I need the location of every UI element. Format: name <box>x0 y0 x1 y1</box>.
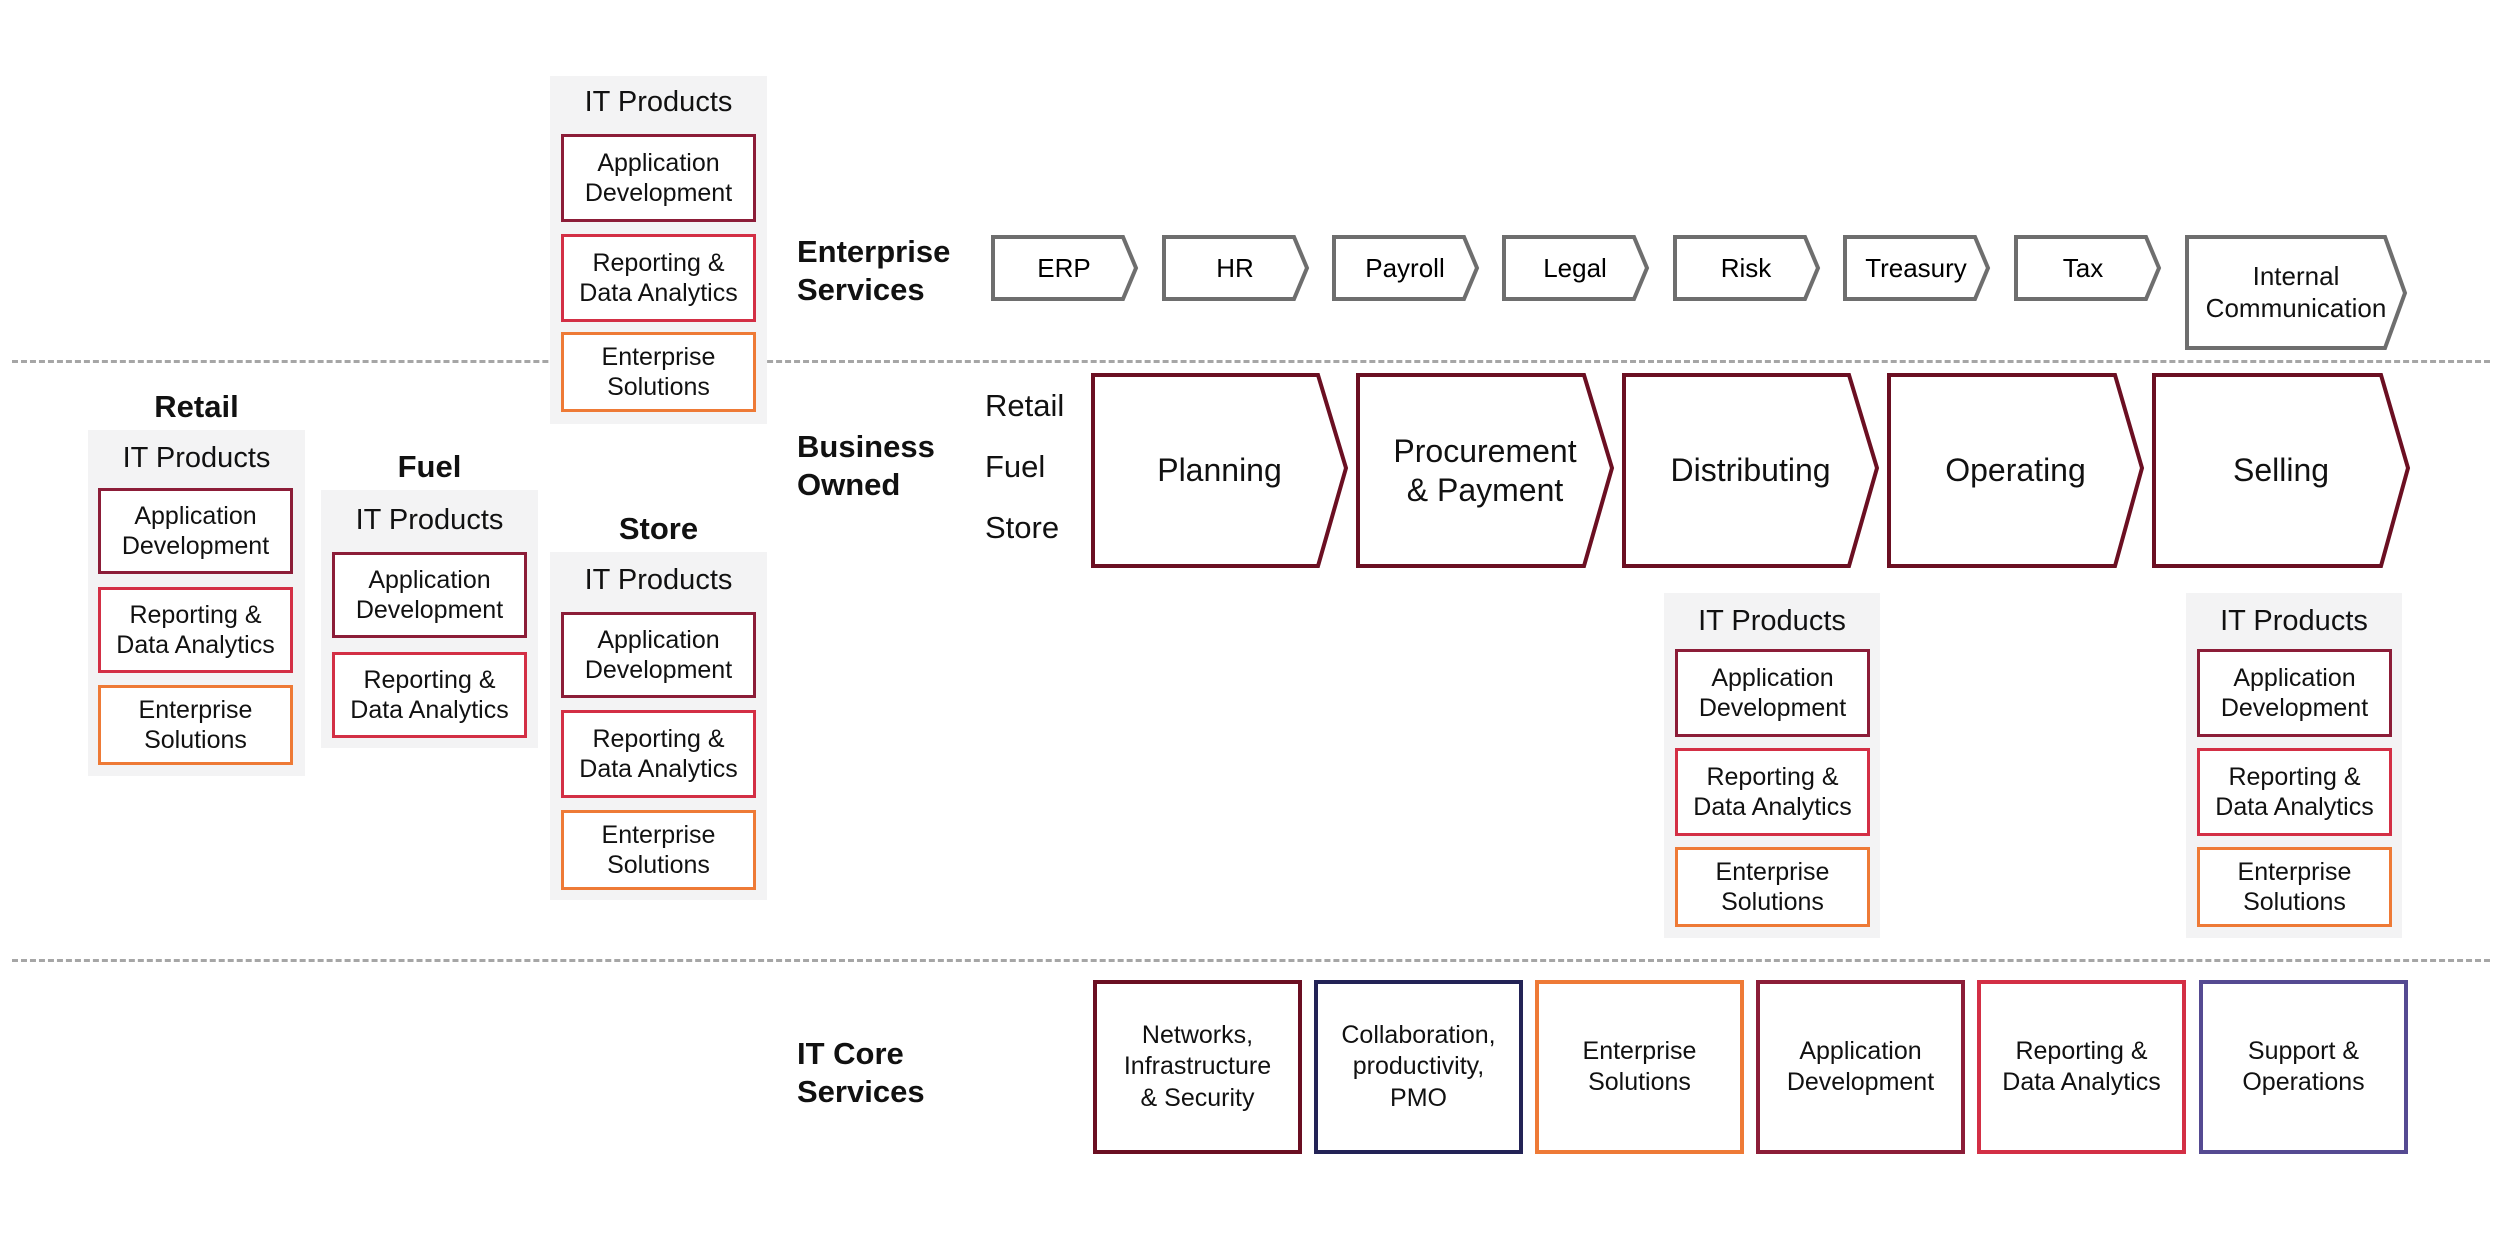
chevron-selling[interactable] <box>2152 373 2411 568</box>
internal-communication-label: Internal Communication <box>2205 261 2387 323</box>
business-owned-heading: Business Owned <box>797 429 935 503</box>
reporting-data-analytics-box[interactable]: Reporting & Data Analytics <box>1675 748 1870 836</box>
enterprise-services-row: ERP HR Payroll Legal Risk Treasury Tax <box>991 235 2408 350</box>
application-development-box[interactable]: Application Development <box>561 612 756 698</box>
retail-heading: Retail <box>154 389 239 424</box>
core-application-development[interactable]: Application Development <box>1756 980 1965 1154</box>
panel-title: IT Products <box>355 504 504 536</box>
reporting-data-analytics-box[interactable]: Reporting & Data Analytics <box>2197 748 2392 836</box>
service-tag-label: ERP <box>1037 253 1090 283</box>
application-development-box[interactable]: Application Development <box>1675 649 1870 737</box>
divider-top <box>12 360 2490 363</box>
application-development-box[interactable]: Application Development <box>98 488 293 574</box>
panel-title: IT Products <box>1698 605 1846 637</box>
chevron-planning[interactable] <box>1091 373 1349 568</box>
reporting-data-analytics-box[interactable]: Reporting & Data Analytics <box>332 652 527 738</box>
service-tag-label: Payroll <box>1365 253 1444 283</box>
enterprise-solutions-box[interactable]: Enterprise Solutions <box>561 810 756 890</box>
it-core-services-heading: IT Core Services <box>797 1036 925 1110</box>
level-fuel: Fuel <box>985 449 1046 484</box>
service-tag-label: Legal <box>1543 253 1607 283</box>
reporting-data-analytics-box[interactable]: Reporting & Data Analytics <box>561 234 756 322</box>
service-tag-label: Risk <box>1721 253 1773 283</box>
reporting-data-analytics-box[interactable]: Reporting & Data Analytics <box>98 587 293 673</box>
enterprise-solutions-box[interactable]: Enterprise Solutions <box>2197 847 2392 927</box>
chevron-label-distributing: Distributing <box>1670 452 1831 489</box>
it-products-panel-retail: IT Products Application Development Repo… <box>88 430 305 776</box>
enterprise-services-heading: Enterprise Services <box>797 234 951 308</box>
divider-bottom <box>12 959 2490 962</box>
level-retail: Retail <box>985 388 1065 423</box>
it-products-panel-distributing: IT Products Application Development Repo… <box>1664 593 1880 938</box>
enterprise-solutions-box[interactable]: Enterprise Solutions <box>1675 847 1870 927</box>
service-tag-legal[interactable]: Legal <box>1502 235 1650 301</box>
it-products-panel-selling: IT Products Application Development Repo… <box>2186 593 2402 938</box>
chevron-operating[interactable] <box>1887 373 2145 568</box>
service-tag-label: HR <box>1216 253 1254 283</box>
level-store: Store <box>985 510 1060 545</box>
service-tag-treasury[interactable]: Treasury <box>1843 235 1991 301</box>
reporting-data-analytics-box[interactable]: Reporting & Data Analytics <box>561 710 756 798</box>
service-tag-erp[interactable]: ERP <box>991 235 1139 301</box>
core-support-operations[interactable]: Support & Operations <box>2199 980 2408 1154</box>
it-products-panel-store: IT Products Application Development Repo… <box>550 552 767 900</box>
service-tag-tax[interactable]: Tax <box>2014 235 2162 301</box>
enterprise-solutions-box[interactable]: Enterprise Solutions <box>561 332 756 412</box>
enterprise-solutions-box[interactable]: Enterprise Solutions <box>98 685 293 765</box>
panel-title: IT Products <box>2220 605 2368 637</box>
core-collaboration-productivity-pmo[interactable]: Collaboration, productivity, PMO <box>1314 980 1523 1154</box>
core-reporting-data-analytics[interactable]: Reporting & Data Analytics <box>1977 980 2186 1154</box>
it-products-panel-enterprise: IT Products Application Development Repo… <box>550 76 767 424</box>
service-tag-internal-communication[interactable] <box>2185 235 2408 350</box>
chevron-label-operating: Operating <box>1945 452 2086 489</box>
value-chain <box>1091 373 2411 568</box>
service-tag-payroll[interactable]: Payroll <box>1332 235 1480 301</box>
service-tag-label: Tax <box>2063 253 2103 283</box>
fuel-heading: Fuel <box>397 449 462 484</box>
panel-title: IT Products <box>122 442 271 474</box>
core-enterprise-solutions[interactable]: Enterprise Solutions <box>1535 980 1744 1154</box>
chevron-procurement-payment[interactable] <box>1356 373 1615 568</box>
panel-title: IT Products <box>584 86 733 118</box>
application-development-box[interactable]: Application Development <box>561 134 756 222</box>
service-tag-label: Treasury <box>1865 253 1967 283</box>
panel-title: IT Products <box>584 564 733 596</box>
chevron-label-planning: Planning <box>1157 452 1282 489</box>
it-products-panel-fuel: IT Products Application Development Repo… <box>321 490 538 748</box>
chevron-label-selling: Selling <box>2232 452 2330 489</box>
chevron-distributing[interactable] <box>1622 373 1880 568</box>
service-tag-hr[interactable]: HR <box>1162 235 1310 301</box>
store-heading: Store <box>618 511 699 546</box>
chevron-label-procurement-payment: Procurement & Payment <box>1393 433 1577 508</box>
application-development-box[interactable]: Application Development <box>2197 649 2392 737</box>
core-networks-infrastructure-security[interactable]: Networks, Infrastructure & Security <box>1093 980 1302 1154</box>
service-tag-risk[interactable]: Risk <box>1673 235 1821 301</box>
application-development-box[interactable]: Application Development <box>332 552 527 638</box>
